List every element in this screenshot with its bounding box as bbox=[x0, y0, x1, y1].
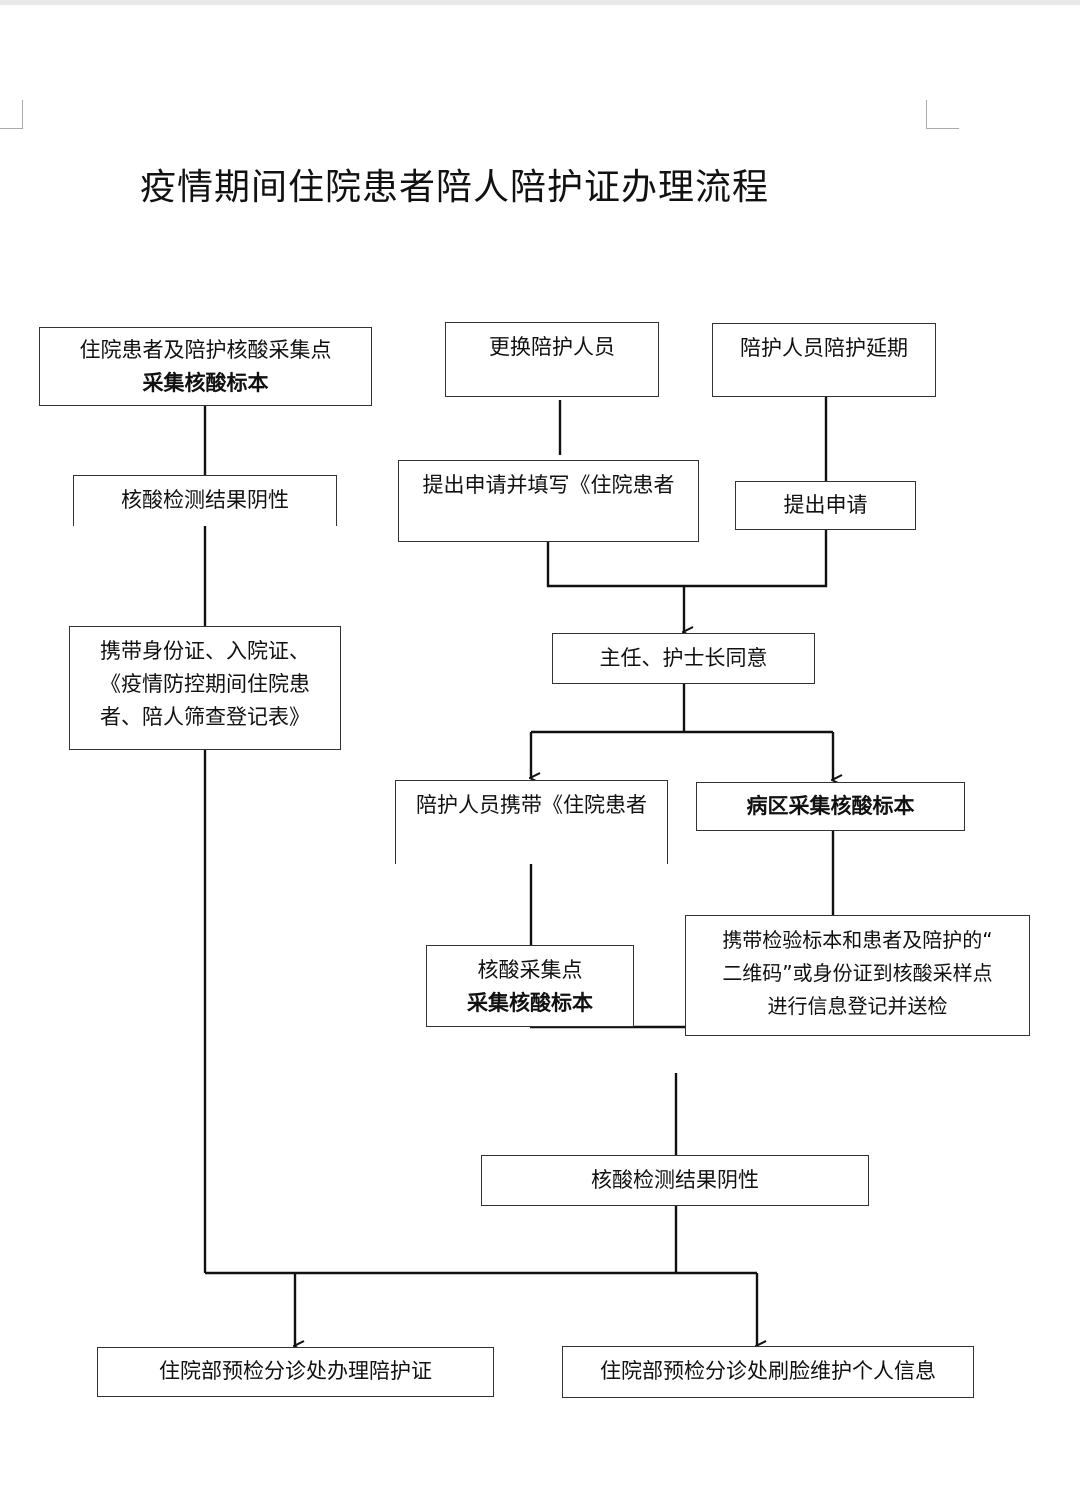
box-send-test: 携带检验标本和患者及陪护的“ 二维码”或身份证到核酸采样点 进行信息登记并送检 bbox=[685, 915, 1030, 1036]
top-edge bbox=[0, 0, 1080, 5]
approval-text: 主任、护士长同意 bbox=[599, 646, 768, 670]
box-apply: 提出申请 bbox=[735, 481, 916, 530]
page-corner-mark-left bbox=[0, 100, 23, 129]
negative-1-text: 核酸检测结果阴性 bbox=[121, 488, 289, 512]
send-test-line1: 携带检验标本和患者及陪护的“ bbox=[722, 928, 993, 952]
documents-line3: 者、陪人筛查登记表》 bbox=[100, 705, 310, 729]
box-collect-point: 住院患者及陪护核酸采集点 采集核酸标本 bbox=[39, 327, 372, 406]
collect-point-2-line1: 核酸采集点 bbox=[477, 958, 583, 982]
box-documents: 携带身份证、入院证、 《疫情防控期间住院患 者、陪人筛查登记表》 bbox=[69, 626, 341, 750]
box-extend-escort: 陪护人员陪护延期 bbox=[712, 323, 936, 397]
apply-text: 提出申请 bbox=[783, 493, 868, 517]
collect-point-line1: 住院患者及陪护核酸采集点 bbox=[79, 338, 332, 362]
negative-2-text: 核酸检测结果阴性 bbox=[591, 1168, 759, 1192]
documents-line2: 《疫情防控期间住院患 bbox=[100, 672, 310, 696]
box-ward-collect: 病区采集核酸标本 bbox=[696, 782, 965, 831]
face-scan-text: 住院部预检分诊处刷脸维护个人信息 bbox=[600, 1359, 936, 1383]
collect-point-line2: 采集核酸标本 bbox=[142, 371, 269, 395]
escort-carry-text: 陪护人员携带《住院患者 bbox=[416, 793, 647, 817]
documents-line1: 携带身份证、入院证、 bbox=[100, 639, 310, 663]
page-corner-mark-right bbox=[926, 100, 959, 129]
apply-fill-text: 提出申请并填写《住院患者 bbox=[422, 473, 675, 497]
box-collect-point-2: 核酸采集点 采集核酸标本 bbox=[426, 945, 634, 1027]
send-test-line2: 二维码”或身份证到核酸采样点 bbox=[722, 961, 993, 985]
extend-escort-text: 陪护人员陪护延期 bbox=[740, 336, 908, 360]
box-negative-1: 核酸检测结果阴性 bbox=[73, 475, 337, 526]
box-issue-pass: 住院部预检分诊处办理陪护证 bbox=[97, 1347, 494, 1397]
box-replace-escort: 更换陪护人员 bbox=[445, 322, 659, 397]
ward-collect-text: 病区采集核酸标本 bbox=[746, 794, 915, 818]
box-approval: 主任、护士长同意 bbox=[552, 633, 815, 684]
box-negative-2: 核酸检测结果阴性 bbox=[481, 1155, 869, 1206]
box-escort-carry: 陪护人员携带《住院患者 bbox=[395, 780, 668, 864]
send-test-line3: 进行信息登记并送检 bbox=[767, 994, 948, 1018]
box-face-scan: 住院部预检分诊处刷脸维护个人信息 bbox=[562, 1346, 974, 1398]
collect-point-2-line2: 采集核酸标本 bbox=[467, 991, 593, 1015]
replace-escort-text: 更换陪护人员 bbox=[489, 335, 615, 359]
connector-join-applications bbox=[546, 530, 828, 588]
issue-pass-text: 住院部预检分诊处办理陪护证 bbox=[159, 1359, 432, 1383]
page-title: 疫情期间住院患者陪人陪护证办理流程 bbox=[140, 167, 770, 208]
box-apply-fill: 提出申请并填写《住院患者 bbox=[398, 460, 699, 542]
